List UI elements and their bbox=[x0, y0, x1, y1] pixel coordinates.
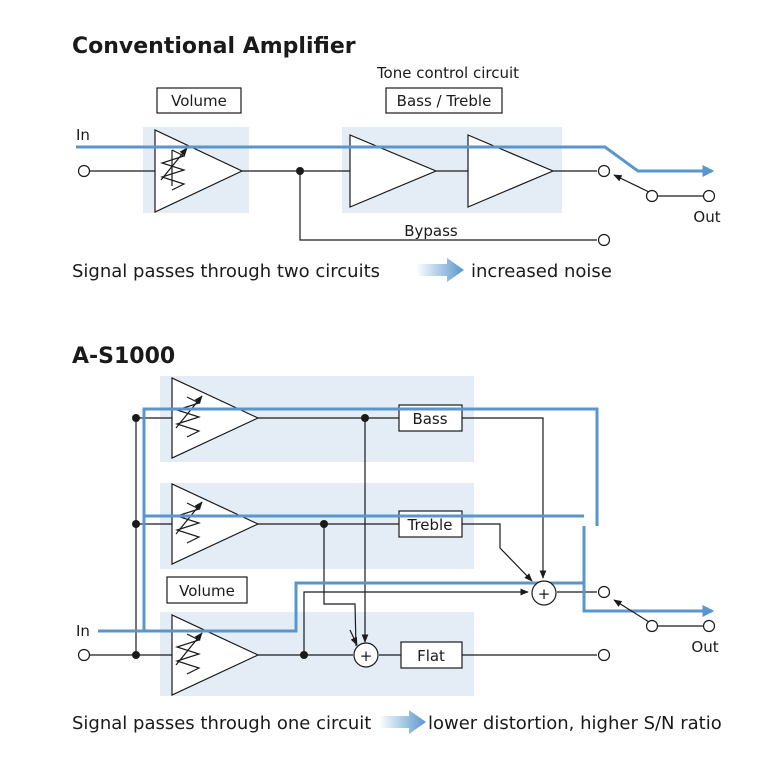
volume-label-box bbox=[156, 87, 242, 114]
treble-tap-wire bbox=[323, 524, 357, 647]
input-terminal bbox=[77, 164, 91, 178]
in-label: In bbox=[76, 126, 90, 144]
treble-output-node bbox=[320, 520, 328, 528]
out-label-as1000: Out bbox=[691, 638, 718, 656]
conventional-amplifier-section: Conventional Amplifier Volume Tone contr… bbox=[72, 34, 721, 282]
bass-label: Bass bbox=[412, 410, 447, 428]
volume-amplifier bbox=[154, 129, 244, 213]
treble-sum-wire bbox=[462, 523, 533, 582]
flat-summing-junction bbox=[353, 642, 379, 668]
as1000-section: A-S1000 Bass bbox=[72, 344, 722, 734]
bypass-label: Bypass bbox=[404, 222, 458, 240]
treble-label: Treble bbox=[407, 516, 453, 534]
junction-node bbox=[296, 167, 304, 175]
tone-amplifier-2 bbox=[467, 134, 555, 208]
tone-sum-symbol: + bbox=[538, 585, 551, 603]
volume-output-node bbox=[300, 651, 308, 659]
output-terminal-as1000 bbox=[702, 619, 716, 633]
variable-resistor-icon bbox=[160, 149, 186, 191]
tone-terminal-as1000 bbox=[597, 585, 611, 599]
volume-label: Volume bbox=[171, 92, 227, 110]
tone-terminal bbox=[597, 164, 611, 178]
in-label-as1000: In bbox=[76, 622, 90, 640]
caption-as1000-right: lower distortion, higher S/N ratio bbox=[428, 713, 722, 734]
switch-pivot-terminal bbox=[645, 189, 659, 203]
signal-path-conventional bbox=[76, 145, 715, 177]
tone-amplifier-1 bbox=[349, 134, 438, 208]
tone-summing-junction bbox=[531, 580, 557, 606]
bass-output-node bbox=[361, 414, 369, 422]
treble-amplifier bbox=[171, 483, 260, 565]
flat-input-node bbox=[132, 651, 140, 659]
section-title-conventional: Conventional Amplifier bbox=[72, 34, 356, 59]
caption-conventional-left: Signal passes through two circuits bbox=[72, 261, 380, 282]
selector-switch-arm bbox=[613, 174, 650, 193]
bass-input-node bbox=[132, 414, 140, 422]
bypass-terminal bbox=[597, 233, 611, 247]
treble-tap-arrow bbox=[349, 629, 358, 646]
treble-input-node bbox=[132, 520, 140, 528]
tone-label: Bass / Treble bbox=[397, 92, 492, 110]
signal-path-bass bbox=[98, 407, 599, 633]
tone-control-caption: Tone control circuit bbox=[376, 64, 519, 82]
treble-resistor-arrow-icon bbox=[175, 501, 203, 535]
flat-sum-symbol: + bbox=[360, 647, 373, 665]
caption-as1000-left: Signal passes through one circuit bbox=[72, 713, 371, 734]
output-terminal bbox=[702, 189, 716, 203]
signal-path-as1000 bbox=[144, 581, 715, 633]
volume-sum-wire bbox=[303, 588, 529, 655]
flat-box bbox=[400, 641, 463, 669]
resistor-arrow-icon bbox=[160, 147, 188, 181]
section-title-as1000: A-S1000 bbox=[72, 344, 175, 369]
caption-arrow-icon-as1000 bbox=[379, 710, 426, 734]
volume-box bbox=[166, 576, 248, 604]
input-terminal-as1000 bbox=[77, 648, 91, 662]
switch-pivot-terminal-as1000 bbox=[645, 619, 659, 633]
caption-conventional-right: increased noise bbox=[471, 261, 612, 282]
volume-amplifier-as1000 bbox=[171, 614, 260, 696]
out-label: Out bbox=[693, 208, 720, 226]
volume-label-as1000: Volume bbox=[179, 582, 235, 600]
bass-amplifier bbox=[171, 377, 260, 459]
bass-resistor-arrow-icon bbox=[175, 395, 203, 429]
selector-switch-arm-as1000 bbox=[613, 599, 650, 623]
caption-arrow-icon bbox=[416, 258, 464, 282]
bass-sum-wire bbox=[462, 417, 547, 579]
flat-label: Flat bbox=[417, 647, 445, 665]
flat-terminal bbox=[597, 648, 611, 662]
bypass-wire bbox=[299, 171, 597, 241]
tone-label-box bbox=[385, 87, 503, 114]
volume-resistor-arrow-icon bbox=[175, 632, 203, 666]
